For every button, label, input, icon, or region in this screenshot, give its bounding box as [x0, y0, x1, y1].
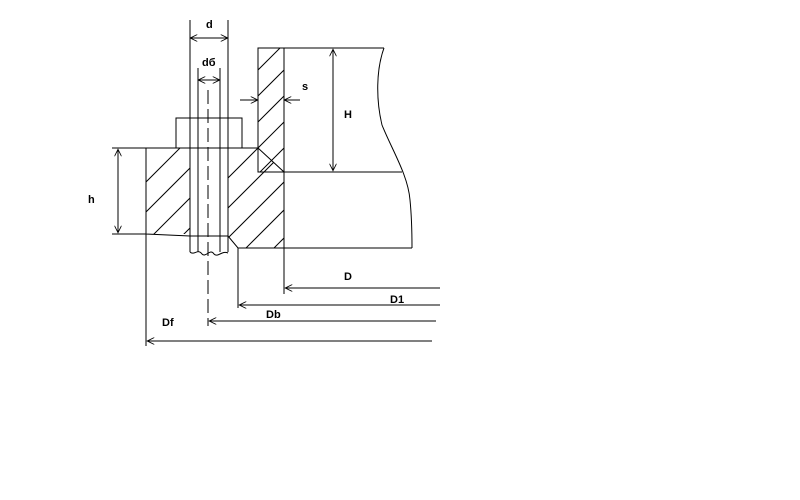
- shell-wall: [257, 47, 413, 249]
- dimension-s: s: [240, 81, 308, 100]
- dimension-Df: Df: [145, 234, 432, 346]
- label-h: h: [88, 194, 95, 206]
- label-db-small: dб: [202, 57, 216, 69]
- dimension-db-small: dб: [199, 57, 219, 80]
- dimension-Db: Db: [210, 309, 436, 321]
- dimension-d: d: [191, 19, 227, 38]
- dimension-D: D: [283, 248, 440, 294]
- dimension-H: H: [333, 50, 352, 170]
- label-d: d: [206, 19, 213, 31]
- flange-body: [145, 147, 285, 249]
- bolt: [175, 20, 243, 326]
- label-Db: Db: [266, 309, 281, 321]
- dimension-D1: D1: [237, 248, 440, 308]
- nut: [175, 117, 243, 149]
- label-s: s: [302, 81, 308, 93]
- label-D: D: [344, 271, 352, 283]
- label-Df: Df: [162, 317, 174, 329]
- label-D1: D1: [390, 294, 404, 306]
- dimension-h: h: [88, 147, 146, 235]
- label-H: H: [344, 109, 352, 121]
